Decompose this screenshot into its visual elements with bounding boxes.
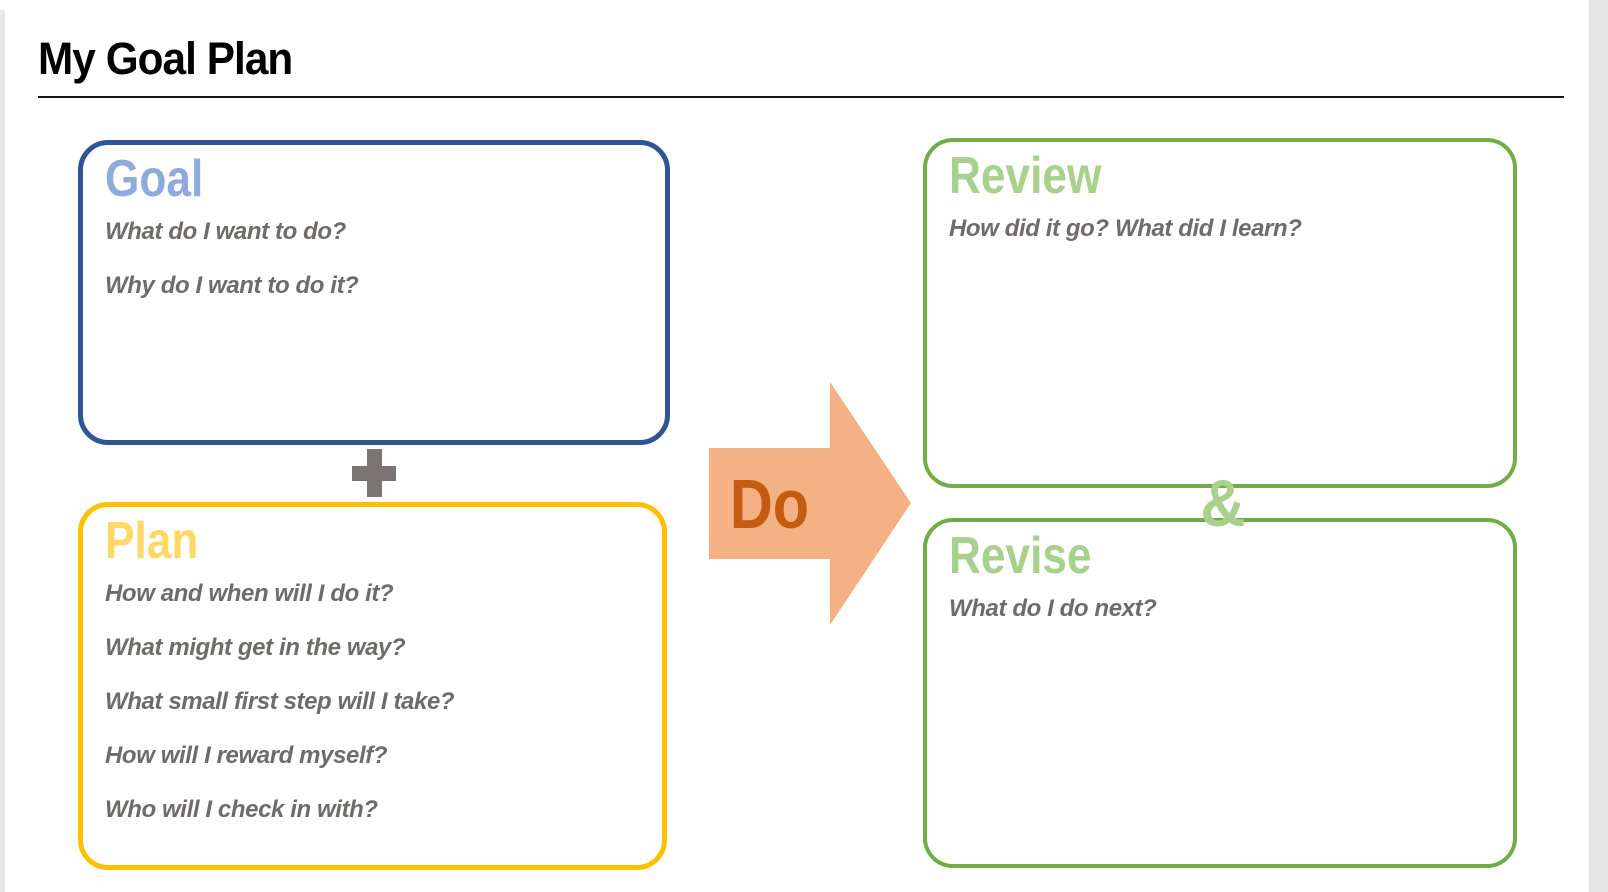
review-heading: Review [949, 147, 1102, 205]
revise-prompts: What do I do next? [949, 582, 1491, 636]
revise-box[interactable]: Revise What do I do next? [923, 518, 1517, 868]
review-prompts: How did it go? What did I learn? [949, 202, 1491, 256]
prompt-question: What small first step will I take? [105, 688, 455, 715]
prompt-question: Who will I check in with? [105, 796, 378, 823]
arrow-right-icon [709, 382, 911, 625]
plan-prompts: How and when will I do it? What might get… [105, 567, 640, 837]
goal-prompts: What do I want to do? Why do I want to do… [105, 205, 643, 313]
prompt-question: What do I do next? [949, 595, 1157, 622]
do-arrow: Do [709, 382, 911, 625]
prompt-question: What might get in the way? [105, 634, 406, 661]
prompt-question: Why do I want to do it? [105, 272, 359, 299]
do-label: Do [729, 465, 810, 543]
prompt-question: What do I want to do? [105, 218, 346, 245]
prompt-question: How and when will I do it? [105, 580, 394, 607]
ampersand-connector: & [1200, 466, 1246, 540]
plus-icon [352, 449, 396, 497]
goal-box[interactable]: Goal What do I want to do? Why do I want … [78, 140, 670, 445]
prompt-question: How did it go? What did I learn? [949, 215, 1302, 242]
plan-heading: Plan [105, 512, 199, 570]
review-box[interactable]: Review How did it go? What did I learn? [923, 138, 1517, 488]
page-edge-left [0, 10, 5, 892]
title-underline [38, 96, 1564, 98]
prompt-question: How will I reward myself? [105, 742, 388, 769]
page-title: My Goal Plan [38, 33, 293, 84]
plan-box[interactable]: Plan How and when will I do it? What migh… [78, 502, 667, 870]
goal-heading: Goal [105, 150, 204, 208]
page-edge-right [1589, 0, 1608, 892]
revise-heading: Revise [949, 527, 1092, 585]
